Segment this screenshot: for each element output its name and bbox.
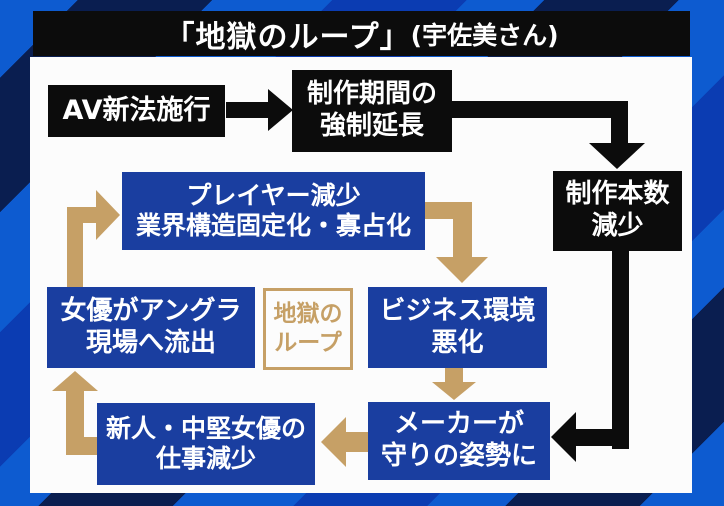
node-newcomer-jobs-line2: 仕事減少 <box>155 444 256 473</box>
node-production-period: 制作期間の 強制延長 <box>292 70 452 152</box>
node-business-env: ビジネス環境 悪化 <box>368 287 547 368</box>
node-newcomer-jobs-line1: 新人・中堅女優の <box>105 413 306 443</box>
node-business-env-line1: ビジネス環境 <box>379 295 536 326</box>
loop-center-label: 地獄の ループ <box>263 288 353 370</box>
title-bar: 「地獄のループ」 (宇佐美さん) <box>33 11 690 56</box>
loop-center-line1: 地獄の <box>273 301 343 328</box>
arrow-count-to-maker-vertical <box>612 251 629 449</box>
arrow-av-to-period-shaft <box>226 102 270 118</box>
arrow-actress-to-player-vertical <box>67 207 83 287</box>
arrow-player-to-business-vertical <box>453 202 472 258</box>
node-production-count-line1: 制作本数 <box>565 179 670 210</box>
node-player-decline-line2: 業界構造固定化・寡占化 <box>135 211 411 240</box>
node-player-decline-line1: プレイヤー減少 <box>186 180 361 210</box>
node-production-period-line2: 強制延長 <box>319 111 424 141</box>
page-title: 「地獄のループ」 <box>164 19 411 55</box>
arrow-business-to-maker-shaft <box>445 368 463 383</box>
node-production-period-line1: 制作期間の <box>306 79 437 110</box>
node-player-decline: プレイヤー減少 業界構造固定化・寡占化 <box>122 172 425 250</box>
title-attribution: (宇佐美さん) <box>410 20 559 50</box>
node-actress-outflow-line1: 女優がアングラ <box>60 295 242 326</box>
node-maker-defensive-line1: メーカーが <box>393 409 524 440</box>
node-actress-outflow: 女優がアングラ 現場へ流出 <box>47 287 255 368</box>
node-maker-defensive: メーカーが 守りの姿勢に <box>368 402 550 480</box>
node-newcomer-jobs: 新人・中堅女優の 仕事減少 <box>97 403 315 485</box>
arrow-maker-to-newcomer-head <box>321 417 346 467</box>
arrow-av-to-period-head <box>268 89 293 131</box>
node-av-law-label: AV新法施行 <box>62 94 211 126</box>
arrow-player-to-business-head <box>436 257 488 283</box>
arrow-business-to-maker-head <box>432 382 476 400</box>
node-business-env-line2: 悪化 <box>431 327 484 358</box>
arrow-period-to-count-horizontal <box>452 101 628 118</box>
arrow-period-to-count-head <box>589 143 645 169</box>
arrow-actress-to-player-head <box>96 190 120 240</box>
arrow-newcomer-to-actress-head <box>52 371 98 391</box>
loop-center-line2: ループ <box>274 330 342 356</box>
node-production-count-line2: 減少 <box>591 211 644 241</box>
node-production-count: 制作本数 減少 <box>553 171 682 251</box>
arrow-maker-to-newcomer-shaft <box>345 432 368 452</box>
node-actress-outflow-line2: 現場へ流出 <box>85 327 216 358</box>
node-maker-defensive-line2: 守りの姿勢に <box>380 441 537 471</box>
arrow-actress-to-player-horizontal <box>67 207 97 223</box>
arrow-period-to-count-vertical <box>611 101 628 144</box>
arrow-count-to-maker-horizontal <box>575 429 629 446</box>
arrow-count-to-maker-head <box>551 412 576 462</box>
node-av-law: AV新法施行 <box>48 85 225 137</box>
arrow-newcomer-to-actress-vertical <box>66 390 84 455</box>
